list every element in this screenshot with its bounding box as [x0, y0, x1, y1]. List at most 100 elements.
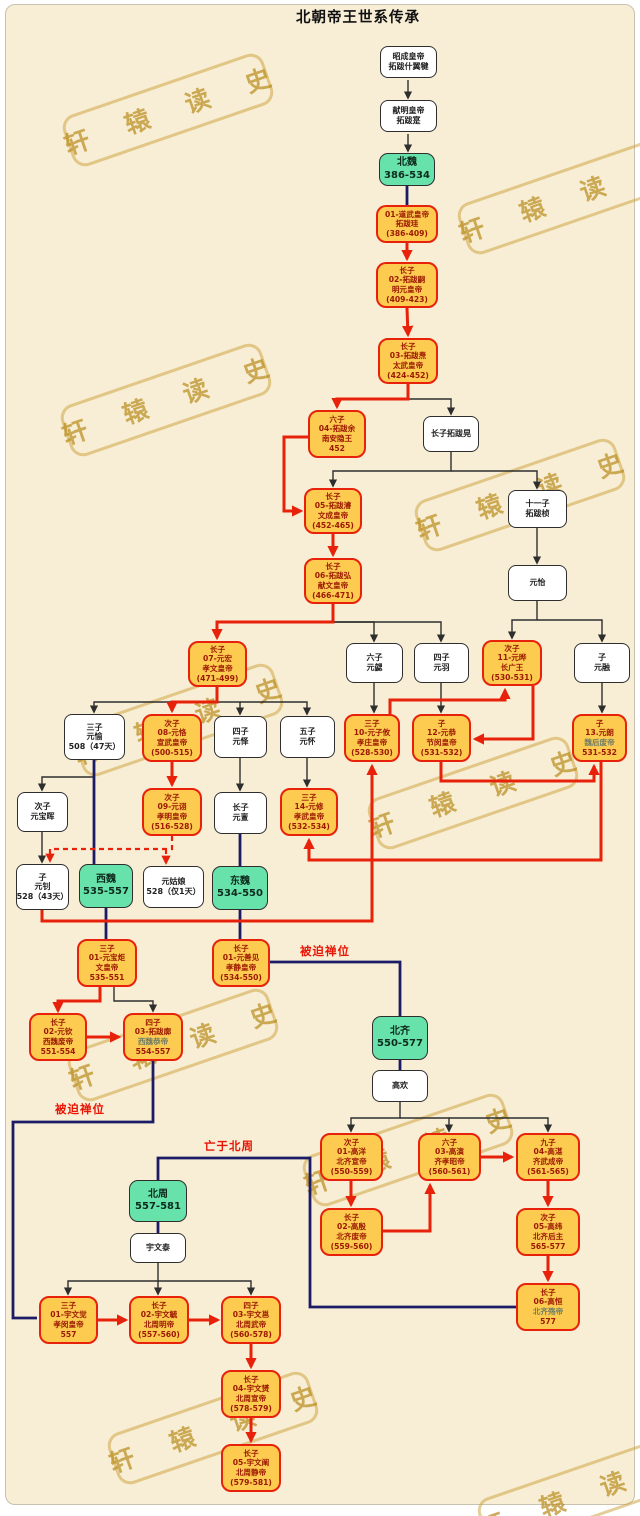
node-line: 次子: [34, 802, 51, 812]
node-line: 04-拓跋余: [318, 424, 356, 434]
node-line: (409-423): [386, 294, 428, 304]
node-line: 拓跋寔: [396, 116, 421, 125]
node-line: 元融: [594, 663, 610, 672]
node-tbhuang: 长子拓跋晃: [423, 416, 479, 452]
node-line: 子: [437, 718, 446, 728]
node-line: 01-宇文觉: [50, 1310, 87, 1320]
node-line: 子: [38, 872, 47, 882]
node-line: 魏后废帝: [584, 738, 615, 747]
node-yuanrong: 子元融: [574, 643, 630, 683]
node-line: 长子: [243, 1374, 259, 1384]
node-line: 02-拓跋嗣: [388, 275, 426, 285]
node-line: 长子: [343, 1212, 360, 1222]
node-line: (471-499): [196, 673, 239, 683]
node-line: 宇文泰: [146, 1243, 170, 1253]
edge-r-52: [52, 987, 102, 1014]
node-line: 元勰: [366, 663, 383, 672]
node-line: 01-元宝炬: [88, 953, 126, 963]
node-line: 齐武成帝: [532, 1157, 564, 1166]
node-line: 明元皇帝: [391, 285, 423, 294]
node-line: 三子: [301, 792, 317, 802]
node-line: 拓跋什翼犍: [388, 62, 429, 71]
node-line: 11-元晔: [497, 653, 527, 663]
node-line: 节闵皇帝: [426, 738, 457, 747]
node-line: (531-532): [420, 747, 463, 757]
node-line: 孝静皇帝: [225, 963, 257, 972]
node-line: (560-578): [230, 1329, 272, 1339]
node-line: 三子: [99, 943, 115, 953]
node-line: 535-557: [83, 886, 129, 897]
edge-r-44: [211, 604, 335, 641]
edge-n-35: [156, 1156, 516, 1309]
node-line: 四子: [243, 1300, 259, 1310]
node-line: 元宝晖: [30, 812, 55, 821]
edge-r-55: [383, 1182, 436, 1233]
node-line: 北周: [148, 1188, 168, 1200]
edge-k-24: [63, 1263, 159, 1296]
edge-k-12: [240, 701, 312, 716]
node-line: 六子: [441, 1137, 458, 1147]
page-title: 北朝帝王世系传承: [296, 10, 420, 26]
node-yuandan: 长子元亶: [214, 792, 267, 834]
node-line: 09-元诩: [157, 802, 187, 812]
edge-n-34: [11, 1061, 155, 1320]
node-line: 北齐后主: [532, 1232, 564, 1241]
edge-d-37: [45, 836, 174, 863]
node-line: 528（43天）: [16, 891, 69, 901]
node-line: 535-551: [89, 972, 125, 982]
node-line: 元姑娘: [161, 877, 186, 887]
node-line: 次子: [504, 643, 520, 653]
edge-n-32: [270, 960, 402, 1016]
edge-r-45: [166, 687, 219, 714]
node-line: 北周宣帝: [235, 1394, 267, 1403]
node-line: 长子: [399, 265, 415, 275]
node-gaohuan: 高欢: [372, 1070, 428, 1102]
node-line: 拓跋桢: [525, 509, 550, 518]
node-line: (386-409): [386, 228, 428, 238]
edge-k-23: [449, 1117, 553, 1133]
edge-k-3: [328, 452, 452, 488]
edge-k-10: [89, 687, 218, 714]
node-line: 高欢: [392, 1081, 408, 1091]
node-line: 次子: [164, 718, 180, 728]
node-line: 三子: [60, 1300, 77, 1310]
node-line: 03-拓跋廓: [134, 1027, 172, 1037]
edge-r-51: [303, 762, 603, 862]
node-line: 四子: [433, 653, 450, 663]
node-line: 07-元宏: [203, 654, 232, 664]
node-line: 孝明皇帝: [156, 812, 188, 821]
node-line: (530-531): [491, 672, 533, 682]
node-line: 孝文皇帝: [202, 664, 233, 673]
node-line: 北齐废帝: [336, 1232, 367, 1241]
node-line: 元愉: [86, 732, 103, 742]
node-line: 01-高洋: [337, 1147, 366, 1157]
node-line: (534-550): [220, 972, 262, 982]
edge-label-w_abdicate: 被迫禅位: [55, 1102, 105, 1116]
edge-k-21: [346, 1102, 401, 1133]
node-line: 孝闵皇帝: [53, 1320, 84, 1329]
node-line: 献明皇帝: [392, 106, 425, 116]
node-line: 长子: [400, 341, 416, 351]
node-line: 长子: [243, 1448, 259, 1458]
node-line: 四子: [232, 727, 249, 737]
node-line: 02-宇文毓: [140, 1310, 178, 1320]
node-line: 北周武帝: [235, 1320, 267, 1329]
node-line: 508（47天）: [68, 741, 121, 751]
node-line: 南安隐王: [321, 434, 353, 443]
